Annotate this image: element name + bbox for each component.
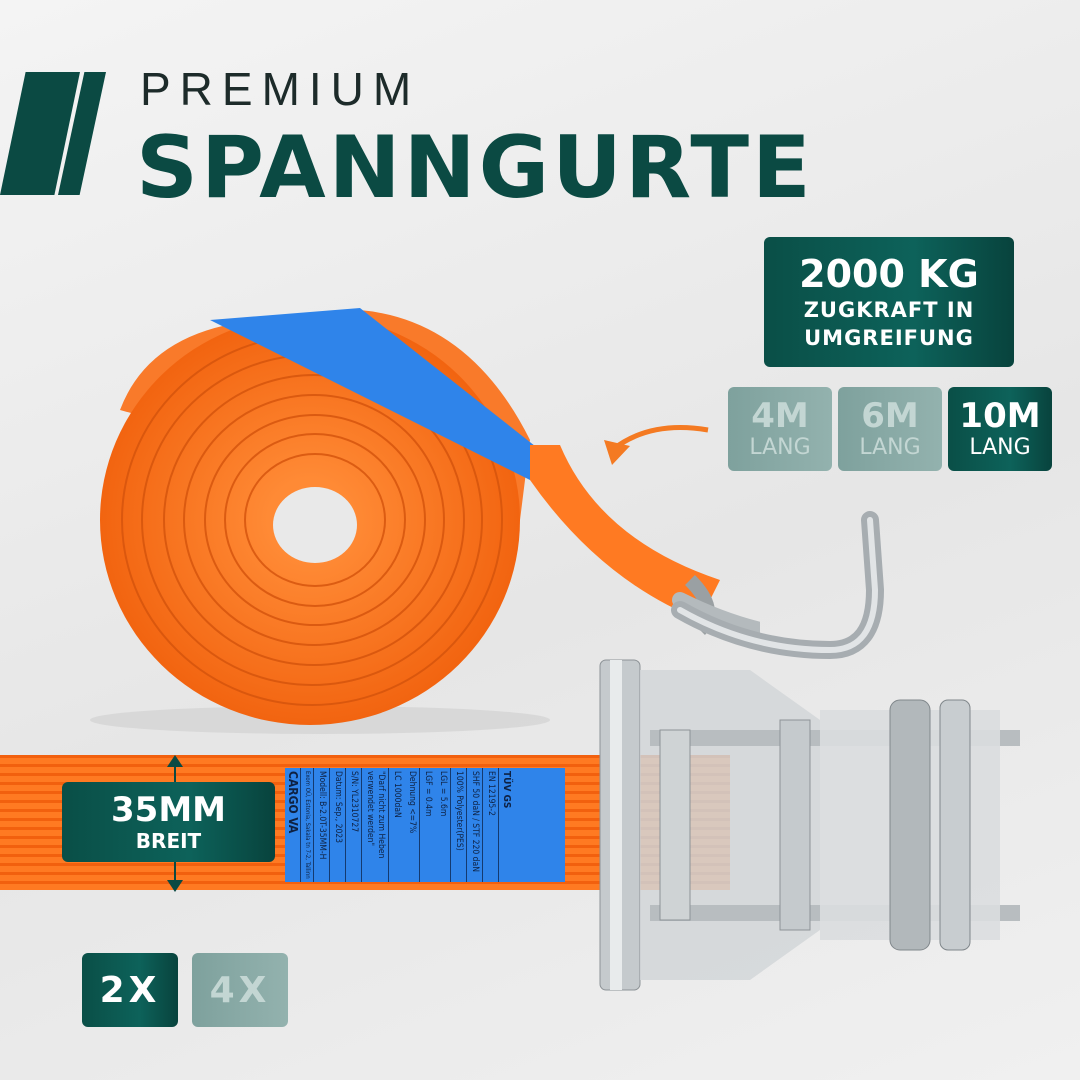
label-lc: LC 1000daN	[388, 768, 404, 882]
label-material: 100% Polyester(PES)	[450, 768, 466, 882]
label-company: Exom OÜ, Estonia, Sakala tn 7-2, Tallinn	[300, 768, 313, 882]
label-norm: EN 12195-2	[482, 768, 498, 882]
length-option-4m[interactable]: 4M LANG	[728, 387, 832, 471]
strength-badge: 2000 KG ZUGKRAFT IN UMGREIFUNG	[764, 237, 1014, 367]
length-unit: LANG	[969, 435, 1031, 460]
label-stretch: Dehnung <=7%	[407, 771, 417, 834]
strength-value: 2000 KG	[799, 252, 979, 296]
title-main: SPANNGURTE	[136, 118, 814, 218]
arrow-up-icon	[167, 755, 183, 767]
title-premium: PREMIUM	[140, 63, 421, 115]
label-lgl: LGL = 5.6m	[438, 771, 448, 817]
label-brand: CARGO VA	[286, 771, 300, 834]
arrow-down-icon	[167, 880, 183, 892]
quantity-option-4x[interactable]: 4X	[192, 953, 288, 1027]
width-value: 35MM	[111, 790, 226, 830]
length-value: 6M	[861, 396, 919, 436]
width-label: BREIT	[135, 829, 202, 853]
label-model: Modell: B-2.0T-35MM-H	[313, 768, 329, 882]
length-unit: LANG	[749, 435, 811, 460]
length-option-6m[interactable]: 6M LANG	[838, 387, 942, 471]
strength-line1: ZUGKRAFT IN	[803, 298, 975, 322]
ratchet-image	[599, 659, 1020, 991]
label-cert-logo: TÜV GS	[498, 768, 514, 882]
length-value: 4M	[751, 396, 809, 436]
label-lgf: LGF = 0.4m	[419, 768, 435, 882]
strength-line2: UMGREIFUNG	[804, 326, 974, 350]
length-value: 10M	[959, 396, 1041, 436]
label-date: Datum: Sep., 2023	[329, 768, 345, 882]
quantity-option-2x[interactable]: 2X	[82, 953, 178, 1027]
width-badge: 35MM BREIT	[62, 782, 275, 862]
strap-label: CARGO VA Exom OÜ, Estonia, Sakala tn 7-2…	[285, 768, 565, 882]
length-unit: LANG	[859, 435, 921, 460]
label-warning: "Darf nicht zum Heben verwendet werden"	[361, 768, 388, 882]
label-force: SHF 50 daN / STF 220 daN	[466, 768, 482, 882]
label-serial: S/N: YL2310727	[345, 768, 361, 882]
strap-coil-image	[90, 308, 760, 734]
hook-image	[671, 511, 885, 660]
length-option-10m[interactable]: 10M LANG	[948, 387, 1052, 471]
